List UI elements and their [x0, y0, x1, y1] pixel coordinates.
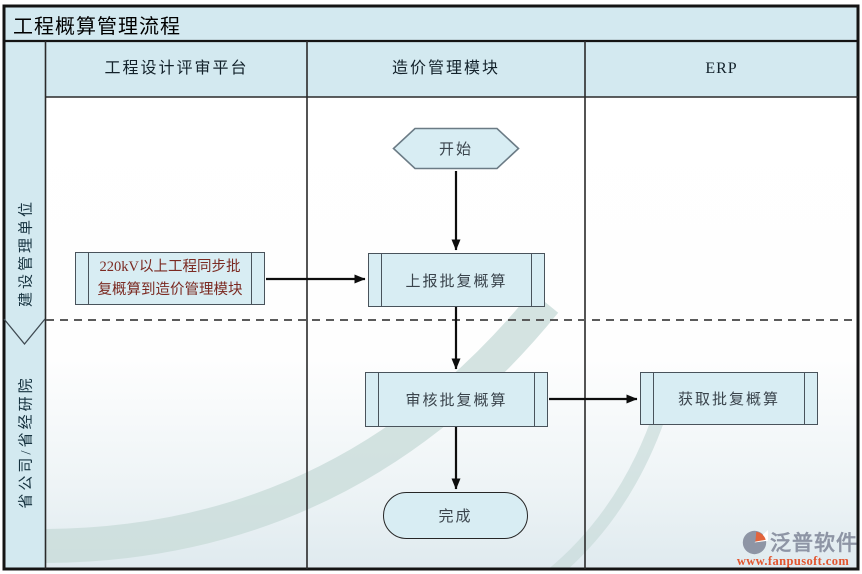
- watermark-brand: 泛普软件: [770, 531, 858, 555]
- column-header-design-platform: 工程设计评审平台: [104, 60, 249, 77]
- node-start: 开始: [392, 127, 520, 170]
- node-fetch-label: 获取批复概算: [677, 392, 780, 408]
- watermark-logo-icon: [742, 529, 768, 554]
- node-finish-label: 完成: [438, 509, 473, 525]
- start-hexagon-shape: [392, 127, 520, 170]
- node-report-box: 上报批复概算: [368, 253, 545, 307]
- node-sync-box: 220kV以上工程同步批复概算到造价管理模块: [75, 252, 265, 305]
- page-title: 工程概算管理流程: [13, 16, 181, 38]
- node-sync-label: 220kV以上工程同步批复概算到造价管理模块: [97, 259, 243, 298]
- node-start-hexagon: [392, 127, 520, 170]
- watermark-logo: 泛普软件 www.fanpusoft.com: [728, 527, 858, 569]
- node-finish-terminator: 完成: [383, 492, 528, 539]
- column-header-erp: ERP: [705, 60, 738, 77]
- row-label-province-company: 省公司/省经研院: [18, 375, 35, 509]
- node-start-label: 开始: [438, 142, 473, 158]
- row-label-construction-unit: 建设管理单位: [18, 198, 35, 308]
- watermark-url: www.fanpusoft.com: [736, 554, 850, 568]
- node-fetch-box: 获取批复概算: [640, 372, 818, 425]
- node-review-box: 审核批复概算: [365, 372, 548, 427]
- node-report-label: 上报批复概算: [405, 273, 508, 290]
- column-header-cost-module: 造价管理模块: [391, 60, 500, 77]
- node-review-label: 审核批复概算: [405, 393, 508, 409]
